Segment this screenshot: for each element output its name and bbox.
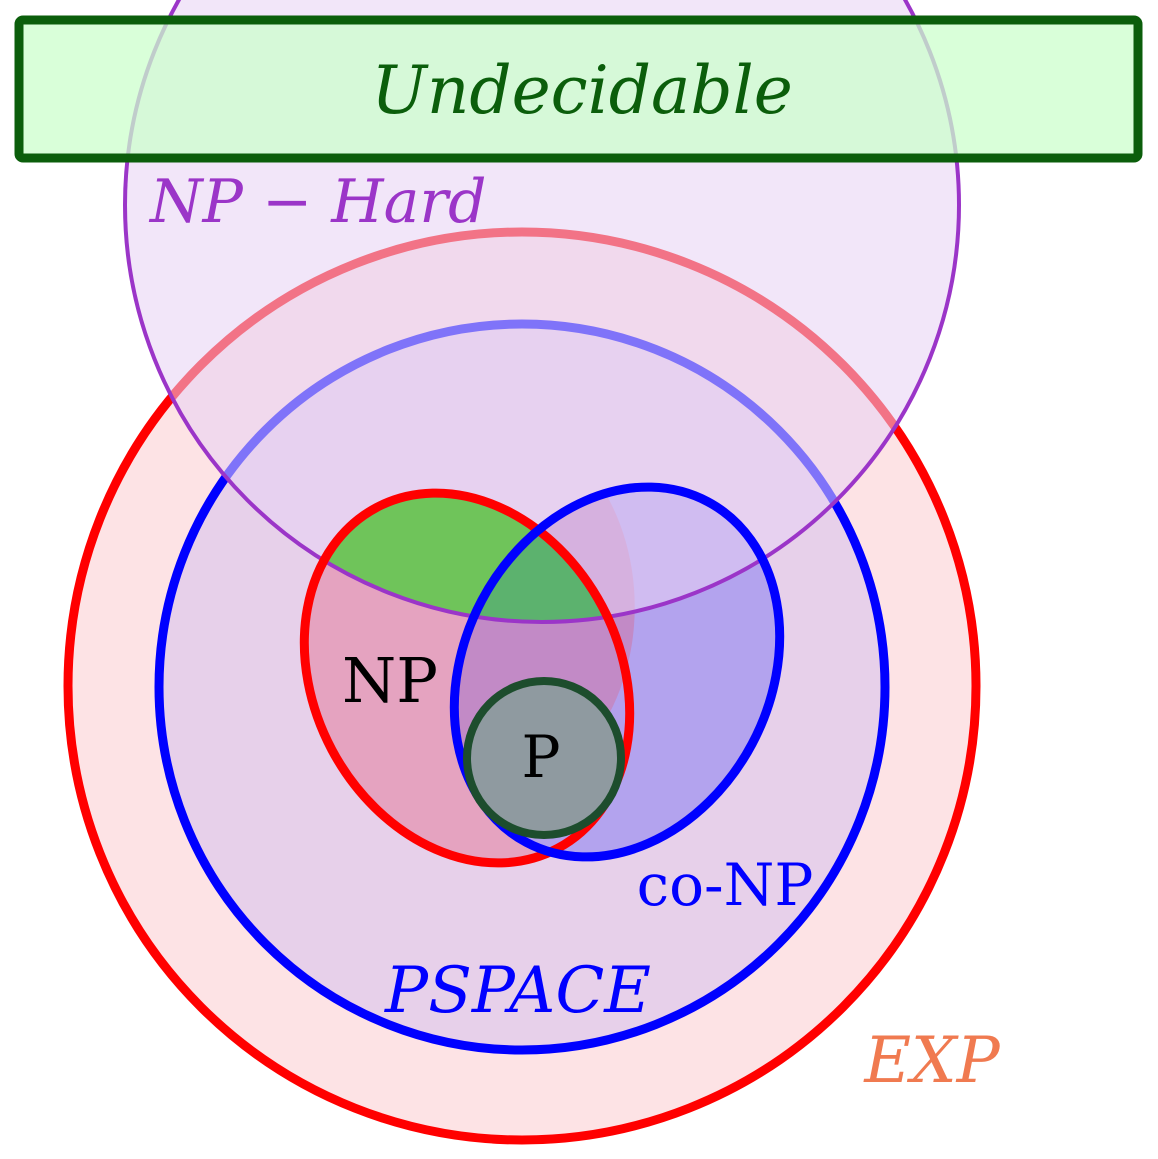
pspace-label: PSPACE — [384, 954, 651, 1028]
np-hard-outline — [123, 0, 961, 624]
np-label: NP — [342, 644, 438, 717]
undecidable-region — [14, 15, 1143, 163]
co-np-outline — [449, 482, 785, 862]
np-hard-label: NP − Hard — [148, 167, 486, 237]
p-region — [463, 677, 625, 839]
np-complete-co-np-overlap — [454, 487, 693, 622]
exp-label: EXP — [863, 1024, 1000, 1098]
undecidable-label: Undecidable — [371, 52, 793, 129]
p-label: P — [521, 723, 560, 791]
np-outline — [299, 488, 635, 868]
co-np-label: co-NP — [637, 851, 814, 919]
